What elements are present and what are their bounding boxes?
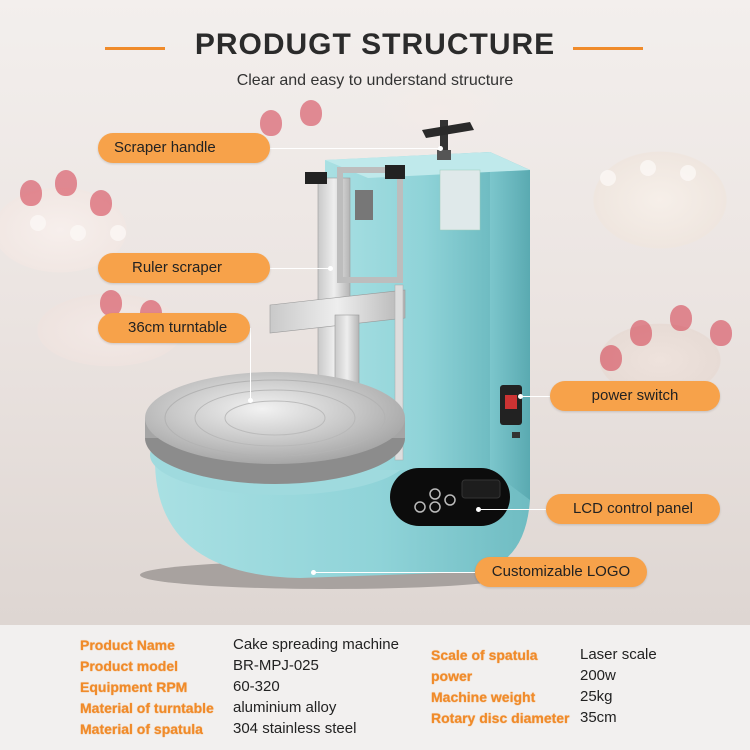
spec-key: Scale of spatula <box>431 647 538 663</box>
leader-dot <box>311 570 316 575</box>
spec-key: Product model <box>80 658 179 674</box>
label-scraper-handle: Scraper handle <box>98 133 270 163</box>
spec-value: 25kg <box>580 688 613 705</box>
title-line-left <box>105 47 165 50</box>
spec-key: Material of turntable <box>80 700 214 716</box>
spec-key: Material of spatula <box>80 721 203 737</box>
spec-value: aluminium alloy <box>233 699 337 716</box>
leader-dot <box>328 266 333 271</box>
leader-line <box>522 396 550 397</box>
page-subtitle: Clear and easy to understand structure <box>236 72 514 89</box>
spec-key: Rotary disc diameter <box>431 710 570 726</box>
spec-key: power <box>431 668 473 684</box>
leader-dot <box>248 398 253 403</box>
title-line-right <box>573 47 643 50</box>
spec-value: Laser scale <box>580 646 657 663</box>
spec-value: 60-320 <box>233 678 280 695</box>
spec-key: Equipment RPM <box>80 679 188 695</box>
label-ruler-scraper: Ruler scraper <box>98 253 270 283</box>
spec-key: Product Name <box>80 637 175 653</box>
leader-line <box>270 268 330 269</box>
label-turntable: 36cm turntable <box>98 313 250 343</box>
leader-line <box>315 572 475 573</box>
spec-value: BR-MPJ-025 <box>233 657 319 674</box>
leader-dot <box>476 507 481 512</box>
spec-value: 304 stainless steel <box>233 720 357 737</box>
label-power-switch: power switch <box>550 381 720 411</box>
leader-line <box>478 509 546 510</box>
page-title: PRODUGT STRUCTURE <box>194 28 556 61</box>
label-customizable-logo: Customizable LOGO <box>475 557 647 587</box>
spec-value: Cake spreading machine <box>233 636 399 653</box>
label-lcd-control-panel: LCD control panel <box>546 494 720 524</box>
spec-value: 35cm <box>580 709 617 726</box>
leader-dot <box>518 394 523 399</box>
leader-line <box>270 148 440 149</box>
cake-spreading-machine-image <box>140 120 530 589</box>
leader-dot <box>438 146 443 151</box>
spec-table: Product Name Cake spreading machine Prod… <box>0 625 750 750</box>
leader-line <box>250 328 252 400</box>
spec-key: Machine weight <box>431 689 536 705</box>
spec-value: 200w <box>580 667 616 684</box>
